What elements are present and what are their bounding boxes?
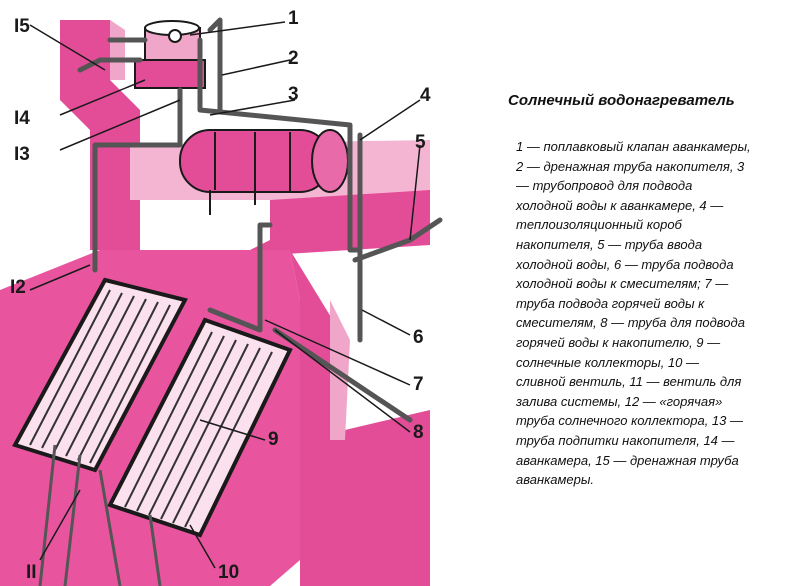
callout-10: 10 — [218, 562, 239, 583]
callout-11: II — [26, 562, 37, 583]
callout-4: 4 — [420, 85, 431, 106]
legend-title: Солнечный водонагреватель — [508, 92, 735, 109]
float-chamber — [134, 20, 206, 89]
legend-text: 1 — поплавковый клапан аванкамеры, 2 — д… — [516, 139, 751, 488]
callout-14: I4 — [14, 108, 30, 129]
callout-8: 8 — [413, 422, 424, 443]
solar-collectors — [12, 277, 293, 586]
storage-tank — [179, 129, 349, 215]
callout-7: 7 — [413, 374, 424, 395]
legend-panel: Солнечный водонагреватель 1 — поплавковы… — [508, 92, 778, 490]
callout-9: 9 — [268, 429, 279, 450]
callout-13: I3 — [14, 144, 30, 165]
callout-1: 1 — [288, 8, 299, 29]
callout-6: 6 — [413, 327, 424, 348]
solar-heater-diagram: 1 2 3 4 5 6 7 8 9 10 II I2 I3 I4 I5 — [0, 8, 443, 586]
callout-5: 5 — [415, 132, 426, 153]
callout-15: I5 — [14, 16, 30, 37]
chimney — [60, 20, 140, 250]
callout-3: 3 — [288, 84, 299, 105]
callout-2: 2 — [288, 48, 299, 69]
pipes — [77, 17, 443, 423]
callout-12: I2 — [10, 277, 26, 298]
leader-lines — [29, 21, 421, 569]
